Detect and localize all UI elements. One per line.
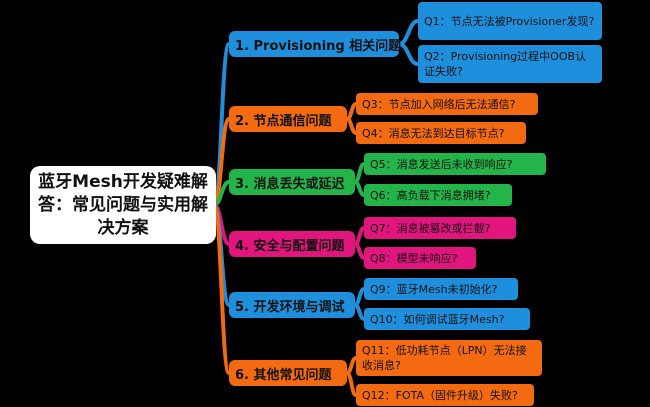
leaf-label: Q10：如何调试蓝牙Mesh?	[370, 312, 505, 326]
leaf-label: Q7：消息被篡改或拦截?	[370, 221, 491, 235]
leaf-node: Q1：节点无法被Provisioner发现?	[418, 2, 602, 40]
leaf-node: Q10：如何调试蓝牙Mesh?	[364, 308, 530, 330]
branch-node: 1. Provisioning 相关问题	[229, 31, 402, 57]
leaf-node: Q7：消息被篡改或拦截?	[364, 217, 516, 239]
leaf-connector	[345, 356, 358, 375]
branch-connector	[212, 203, 231, 375]
leaf-node: Q5：消息发送后未收到响应?	[364, 153, 546, 175]
branch-node: 5. 开发环境与调试	[229, 292, 355, 318]
branch-label: 1. Provisioning 相关问题	[235, 38, 402, 54]
branch-label: 4. 安全与配置问题	[235, 238, 345, 254]
branch-node: 2. 节点通信问题	[229, 106, 347, 132]
leaf-label: Q5：消息发送后未收到响应?	[370, 157, 513, 171]
leaf-node: Q4：消息无法到达目标节点?	[356, 122, 526, 144]
leaf-label: Q6：高负载下消息拥堵?	[370, 188, 491, 202]
leaf-connector	[397, 19, 420, 46]
branch-label: 6. 其他常见问题	[235, 367, 332, 383]
root-label: 蓝牙Mesh开发疑难解答：常见问题与实用解决方案	[38, 171, 208, 238]
branch-label: 3. 消息丢失或延迟	[235, 176, 345, 192]
leaf-node: Q9：蓝牙Mesh未初始化?	[364, 278, 518, 300]
leaf-connector	[397, 42, 420, 66]
leaf-label: Q8：模型未响应?	[370, 251, 458, 265]
leaf-connector	[353, 303, 366, 321]
leaf-node: Q11：低功耗节点（LPN）无法接收消息?	[356, 340, 542, 376]
branch-label: 5. 开发环境与调试	[235, 299, 345, 315]
leaf-connector	[353, 162, 366, 184]
leaf-label: Q1：节点无法被Provisioner发现?	[424, 14, 595, 28]
leaf-label: Q11：低功耗节点（LPN）无法接收消息?	[362, 344, 527, 372]
leaf-connector	[345, 117, 358, 135]
leaf-node: Q12：FOTA（固件升级）失败?	[356, 384, 534, 406]
leaf-node: Q2：Provisioning过程中OOB认证失败?	[418, 45, 602, 83]
leaf-node: Q6：高负载下消息拥堵?	[364, 184, 512, 206]
leaf-label: Q12：FOTA（固件升级）失败?	[362, 388, 518, 402]
leaf-connector	[353, 180, 366, 197]
leaf-connector	[353, 242, 366, 260]
leaf-label: Q2：Provisioning过程中OOB认证失败?	[424, 50, 587, 78]
leaf-label: Q4：消息无法到达目标节点?	[362, 126, 505, 140]
leaf-label: Q9：蓝牙Mesh未初始化?	[370, 282, 498, 296]
leaf-connector	[345, 371, 358, 397]
leaf-connector	[353, 226, 366, 246]
branch-label: 2. 节点通信问题	[235, 113, 332, 129]
leaf-node: Q3：节点加入网络后无法通信?	[356, 93, 538, 115]
leaf-node: Q8：模型未响应?	[364, 247, 476, 269]
branch-node: 6. 其他常见问题	[229, 360, 347, 386]
leaf-connector	[345, 102, 358, 121]
branch-node: 4. 安全与配置问题	[229, 231, 355, 257]
branch-node: 3. 消息丢失或延迟	[229, 169, 355, 195]
root-node: 蓝牙Mesh开发疑难解答：常见问题与实用解决方案	[30, 166, 216, 244]
leaf-label: Q3：节点加入网络后无法通信?	[362, 97, 516, 111]
leaf-connector	[353, 287, 366, 307]
